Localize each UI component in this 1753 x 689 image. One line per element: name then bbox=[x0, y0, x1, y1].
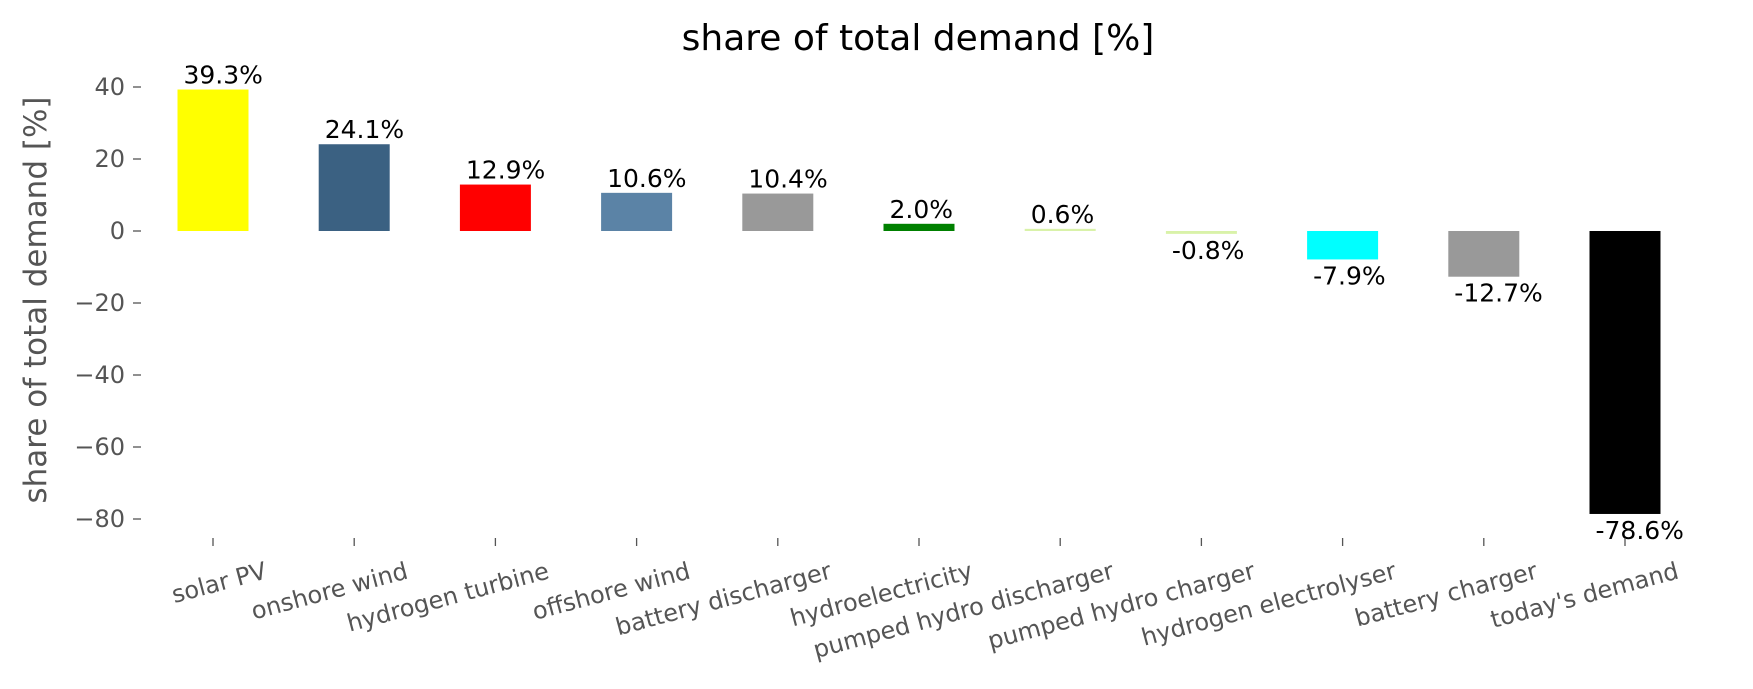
data-label: 12.9% bbox=[466, 156, 545, 185]
y-tick-label: −80 bbox=[74, 505, 125, 533]
bar bbox=[1165, 231, 1237, 234]
y-tick-label: −60 bbox=[74, 433, 125, 461]
data-label: 10.4% bbox=[748, 165, 827, 194]
data-label: -0.8% bbox=[1172, 236, 1245, 265]
data-label: 39.3% bbox=[184, 61, 263, 90]
data-label: -7.9% bbox=[1313, 261, 1386, 290]
bar bbox=[1448, 231, 1520, 277]
y-tick-label: 0 bbox=[110, 217, 125, 245]
y-axis: 40 20 0 −20 −40 −60 −80 bbox=[74, 73, 141, 533]
y-tick-label: −20 bbox=[74, 289, 125, 317]
data-label: 10.6% bbox=[607, 164, 686, 193]
bar bbox=[1589, 231, 1661, 514]
data-label: -12.7% bbox=[1454, 279, 1542, 308]
bar bbox=[601, 192, 673, 231]
bar bbox=[1307, 231, 1379, 260]
bar bbox=[177, 89, 249, 232]
bars bbox=[177, 89, 1661, 514]
bar bbox=[883, 223, 955, 231]
bar bbox=[1024, 228, 1096, 231]
bar bbox=[459, 184, 531, 231]
data-labels: 39.3% 24.1% 12.9% 10.6% 10.4% 2.0% 0.6% -0.8% -7… bbox=[184, 61, 1684, 545]
data-label: 24.1% bbox=[325, 115, 404, 144]
y-tick-label: −40 bbox=[74, 361, 125, 389]
data-label: -78.6% bbox=[1596, 516, 1684, 545]
chart-title: share of total demand [%] bbox=[682, 18, 1155, 59]
y-axis-label: share of total demand [%] bbox=[18, 96, 54, 503]
data-label: 2.0% bbox=[890, 195, 954, 224]
y-tick-label: 20 bbox=[94, 145, 125, 173]
bar bbox=[742, 193, 814, 231]
bar bbox=[318, 144, 390, 231]
y-tick-label: 40 bbox=[94, 73, 125, 101]
data-label: 0.6% bbox=[1031, 200, 1095, 229]
